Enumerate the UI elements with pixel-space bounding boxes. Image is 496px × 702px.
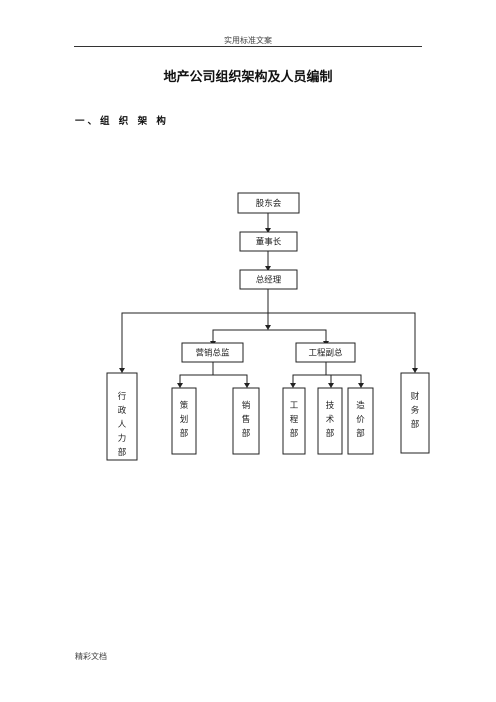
- box-planning: 策划部: [171, 387, 197, 455]
- box-cost: 造价部: [347, 387, 374, 455]
- section-heading: 一、组 织 架 构: [75, 116, 169, 127]
- box-planning-label: 策划部: [180, 400, 189, 439]
- page-footer-text: 精彩文档: [75, 652, 107, 661]
- box-finance-label: 财务部: [411, 391, 420, 430]
- box-admin-hr: 行政人力部: [106, 372, 138, 461]
- box-technical-label: 技术部: [326, 400, 335, 439]
- box-marketing-director: 营销总监: [181, 342, 244, 363]
- box-engineering: 工程部: [282, 387, 306, 455]
- box-admin-hr-label: 行政人力部: [118, 391, 127, 458]
- box-engineering-label: 工程部: [290, 401, 299, 439]
- header-rule: [74, 46, 422, 47]
- box-shareholders-label: 股东会: [256, 198, 282, 209]
- box-engineering-vp: 工程副总: [295, 342, 356, 363]
- box-technical: 技术部: [317, 387, 343, 455]
- box-marketing-director-label: 营销总监: [195, 348, 230, 359]
- box-general-manager-label: 总经理: [256, 275, 282, 286]
- box-engineering-vp-label: 工程副总: [308, 348, 343, 359]
- box-chairman: 董事长: [239, 231, 298, 252]
- box-cost-label: 造价部: [356, 400, 365, 439]
- document-title: 地产公司组织架构及人员编制: [163, 70, 333, 85]
- box-general-manager: 总经理: [239, 269, 298, 290]
- box-shareholders: 股东会: [237, 192, 300, 214]
- box-chairman-label: 董事长: [256, 237, 282, 248]
- box-sales: 销售部: [232, 387, 260, 455]
- box-finance: 财务部: [400, 372, 430, 454]
- box-sales-label: 销售部: [242, 400, 251, 439]
- page-header-text: 实用标准文案: [224, 36, 272, 45]
